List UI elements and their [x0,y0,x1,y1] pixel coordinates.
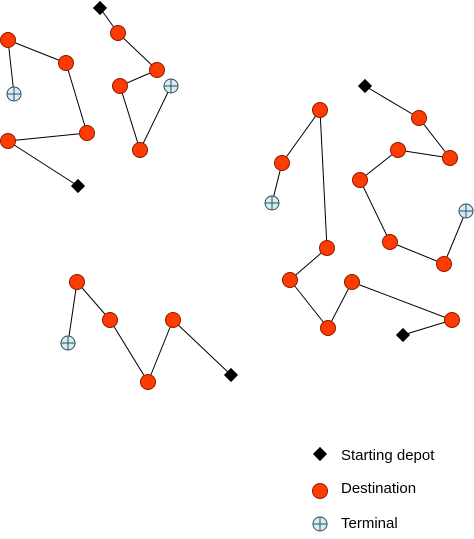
route-4-edge-5 [289,247,328,281]
route-1-destination-1 [110,25,126,41]
legend-depot-label: Starting depot [341,447,435,464]
route-1-destination-4 [132,142,148,158]
route-1-edge-4 [119,85,141,151]
legend-destination-icon [312,483,328,499]
route-3-edge-7 [443,210,467,265]
route-5-destination-1 [165,312,181,328]
route-1-depot [92,0,108,16]
route-2-edge-4 [7,39,67,64]
route-2-depot [70,178,86,194]
route-1-destination-2 [149,62,165,78]
route-3-edge-1 [364,85,420,119]
route-1-edge-2 [117,32,158,71]
route-2-terminal [6,86,22,102]
route-4-terminal [264,195,280,211]
route-3-edge-6 [389,241,445,265]
route-4-edge-7 [281,109,321,164]
route-2-destination-1 [0,133,16,149]
route-nodes [0,0,474,390]
route-3-destination-4 [352,172,368,188]
route-4-destination-2 [344,274,360,290]
route-4-edge-6 [319,109,328,249]
route-5-destination-2 [140,374,156,390]
route-3-depot [357,78,373,94]
route-3-edge-4 [359,149,399,181]
legend-terminal-icon [312,516,328,532]
route-4-destination-6 [312,102,328,118]
route-2-destination-4 [0,32,16,48]
route-3-edge-5 [359,179,391,243]
legend-terminal-entry: Terminal [312,515,398,532]
route-4-edge-2 [351,281,453,321]
route-5-edge-3 [109,319,149,383]
route-3-terminal [458,203,474,219]
legend-destination-label: Destination [341,480,416,497]
route-3-destination-6 [436,256,452,272]
route-2-destination-3 [58,55,74,71]
route-3-destination-1 [411,110,427,126]
legend-terminal-label: Terminal [341,515,398,532]
route-2-destination-2 [79,125,95,141]
route-5-terminal [60,335,76,351]
route-4-destination-4 [282,272,298,288]
route-4-destination-3 [320,320,336,336]
route-4-edge-1 [402,319,453,336]
route-3-edge-3 [397,149,451,159]
route-5-edge-4 [76,281,111,321]
route-1-destination-3 [112,78,128,94]
route-3-destination-3 [390,142,406,158]
route-5-edge-1 [172,319,232,376]
route-2-edge-3 [65,62,88,134]
route-1-edge-5 [139,85,172,151]
legend-depot-icon [312,446,328,462]
route-5-destination-4 [69,274,85,290]
route-3-destination-5 [382,234,398,250]
route-2-edge-1 [7,140,79,187]
route-4-destination-7 [274,155,290,171]
route-4-edge-4 [289,279,329,329]
route-3-destination-2 [442,150,458,166]
route-edges [7,7,467,383]
route-5-depot [223,367,239,383]
route-4-destination-5 [319,240,335,256]
route-4-destination-1 [444,312,460,328]
route-3-edge-2 [418,117,451,159]
route-5-edge-5 [67,281,78,344]
legend: Starting depot Destination Terminal [312,446,435,532]
legend-depot-entry: Starting depot [312,446,435,464]
route-5-edge-2 [147,319,174,383]
route-5-destination-3 [102,312,118,328]
route-1-terminal [163,78,179,94]
route-4-edge-3 [327,281,353,329]
route-4-depot [395,327,411,343]
route-2-edge-5 [7,39,15,95]
legend-destination-entry: Destination [312,480,416,499]
route-2-edge-2 [7,132,88,142]
